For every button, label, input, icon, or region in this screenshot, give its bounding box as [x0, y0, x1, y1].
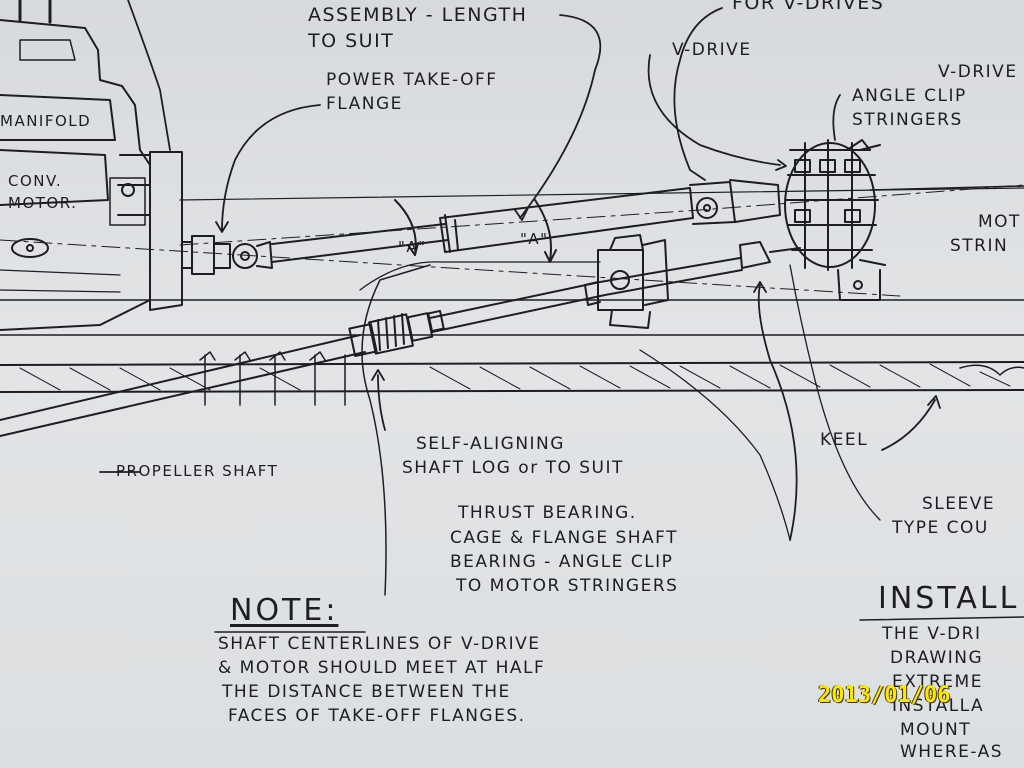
engine-block: [0, 19, 151, 331]
propeller-shaft-bottom: [0, 351, 366, 437]
leader-lines: [99, 0, 941, 596]
for-v-drives-label: FOR V-DRIVES: [732, 0, 885, 14]
keel-label: KEEL: [820, 430, 869, 450]
note-title: NOTE:: [230, 593, 339, 628]
propeller-shaft-label: PROPELLER SHAFT: [116, 462, 279, 480]
angle-a-arc-right: [534, 199, 552, 261]
angle-a-label-1: "A": [398, 238, 427, 256]
note-line-3: THE DISTANCE BETWEEN THE: [222, 682, 511, 702]
self-aligning-label: SELF-ALIGNING: [416, 434, 565, 454]
motor-stringers-label-2: STRIN: [950, 236, 1009, 256]
lower-shaft: [429, 241, 801, 333]
angle-a-label-2: "A": [520, 230, 549, 248]
install-line-3: EXTREME: [892, 672, 983, 692]
type-coupling-label: TYPE COU: [892, 518, 989, 538]
stringers-label: STRINGERS: [852, 110, 963, 130]
note-line-4: FACES OF TAKE-OFF FLANGES.: [228, 706, 526, 726]
motor-stringers-label-1: MOT: [978, 212, 1021, 232]
keel-break: [959, 364, 1024, 376]
angle-clip: [849, 139, 871, 151]
thrust-bearing-line-3: BEARING - ANGLE CLIP: [450, 552, 674, 572]
v-drive-right-label: V-DRIVE: [938, 62, 1018, 82]
sleeve-label: SLEEVE: [922, 494, 996, 514]
exhaust-pipe: [18, 0, 52, 24]
thrust-bearing-line-2: CAGE & FLANGE SHAFT: [450, 528, 679, 548]
keel-top-line: [0, 361, 1024, 366]
vdrive-centerline-2: [179, 184, 1024, 246]
v-drive-label: V-DRIVE: [672, 40, 752, 60]
power-takeoff-label: POWER TAKE-OFF: [326, 70, 498, 90]
install-underline: [859, 616, 1024, 621]
flywheel-housing: [109, 151, 183, 311]
install-title: INSTALL: [878, 581, 1020, 616]
conv-label: CONV.: [8, 172, 63, 190]
to-suit-label: TO SUIT: [308, 30, 395, 52]
install-line-1: THE V-DRI: [882, 624, 982, 644]
install-line-5: MOUNT: [900, 720, 972, 740]
date-stamp: 2013/01/06: [818, 683, 951, 708]
drive-shaft-assembly: [271, 179, 781, 263]
thrust-bearing-line-4: TO MOTOR STRINGERS: [456, 576, 679, 596]
manifold-label: MANIFOLD: [0, 112, 92, 130]
motor-centerline: [0, 239, 901, 297]
shaft-log-coupling: [348, 309, 445, 357]
frame-stations: [199, 351, 346, 406]
angle-clip-label: ANGLE CLIP: [852, 86, 967, 106]
thrust-bearing: [584, 234, 669, 329]
propeller-shaft-top: [0, 334, 361, 421]
thrust-bearing-line-1: THRUST BEARING.: [458, 503, 637, 523]
keel-hatching: [19, 363, 1011, 391]
flange-label: FLANGE: [326, 94, 403, 114]
keel-bottom-line: [0, 389, 1024, 393]
v-drive-unit: [784, 139, 1024, 301]
assembly-length-label: ASSEMBLY - LENGTH: [308, 4, 528, 26]
motor-label: MOTOR.: [8, 194, 78, 212]
note-line-1: SHAFT CENTERLINES OF V-DRIVE: [218, 634, 541, 654]
power-takeoff-flange: [181, 235, 273, 275]
shaft-log-label: SHAFT LOG or TO SUIT: [402, 458, 624, 478]
install-line-2: DRAWING: [890, 648, 984, 668]
note-line-2: & MOTOR SHOULD MEET AT HALF: [218, 658, 546, 678]
install-line-4: INSTALLA: [892, 696, 985, 716]
install-line-6: WHERE-AS: [900, 742, 1004, 762]
